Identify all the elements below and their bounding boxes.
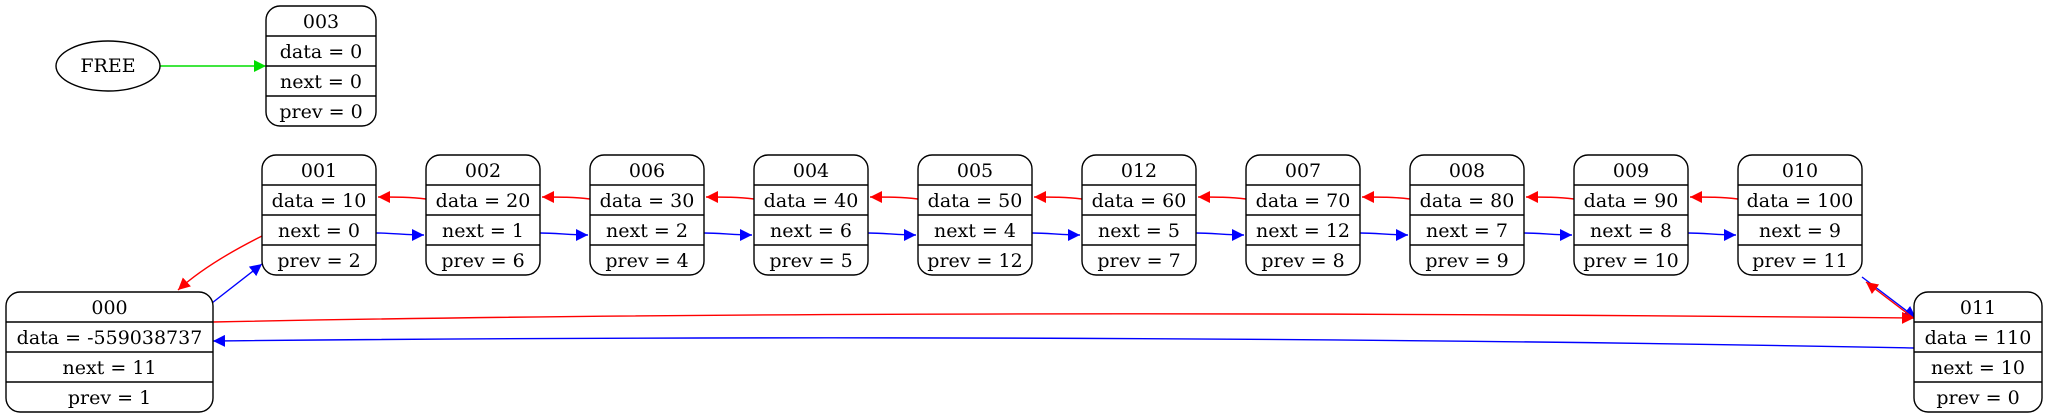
- list-node-010: 010 data = 100 next = 9 prev = 11: [1737, 154, 1863, 276]
- node-prev-field: prev = 5: [769, 250, 852, 272]
- edges: [160, 60, 1921, 349]
- free-label: FREE: [80, 55, 135, 77]
- edge-prev-001-to-000: [177, 235, 263, 291]
- edge-next-012-to-007: [1195, 228, 1245, 241]
- edge-prev-009-to-008: [1525, 191, 1575, 204]
- edge-next-000-to-001: [211, 263, 263, 304]
- edge-prev-006-to-002: [541, 191, 591, 204]
- edge-next-001-to-002: [375, 228, 425, 241]
- node-id-label: 000: [91, 297, 127, 319]
- list-node-002: 002 data = 20 next = 1 prev = 6: [425, 154, 541, 276]
- node-data-field: data = 90: [1584, 190, 1679, 212]
- edge-prev-008-to-007: [1361, 191, 1411, 204]
- list-node-004: 004 data = 40 next = 6 prev = 5: [753, 154, 869, 276]
- node-data-field: data = 30: [600, 190, 695, 212]
- record-nodes: 003 data = 0 next = 0 prev = 0 001 data = 10…: [5, 5, 2043, 413]
- node-id-label: 008: [1449, 160, 1485, 182]
- node-id-label: 010: [1782, 160, 1818, 182]
- list-node-008: 008 data = 80 next = 7 prev = 9: [1409, 154, 1525, 276]
- edge-prev-007-to-012: [1197, 191, 1247, 204]
- edge-next-007-to-008: [1359, 228, 1409, 241]
- node-prev-field: prev = 0: [279, 101, 362, 123]
- node-next-field: next = 1: [442, 220, 524, 242]
- node-prev-field: prev = 8: [1261, 250, 1344, 272]
- node-prev-field: prev = 6: [441, 250, 524, 272]
- node-id-label: 009: [1613, 160, 1649, 182]
- node-next-field: next = 5: [1098, 220, 1180, 242]
- list-node-012: 012 data = 60 next = 5 prev = 7: [1081, 154, 1197, 276]
- node-prev-field: prev = 1: [68, 387, 151, 409]
- edge-prev-004-to-006: [705, 191, 755, 204]
- node-data-field: data = 0: [280, 41, 363, 63]
- node-data-field: data = 40: [764, 190, 859, 212]
- node-data-field: data = 80: [1420, 190, 1515, 212]
- node-next-field: next = 9: [1759, 220, 1841, 242]
- list-node-009: 009 data = 90 next = 8 prev = 10: [1573, 154, 1689, 276]
- edge-prev-005-to-004: [869, 191, 919, 204]
- node-prev-field: prev = 9: [1425, 250, 1508, 272]
- list-node-005: 005 data = 50 next = 4 prev = 12: [917, 154, 1033, 276]
- free-node: FREE: [55, 40, 161, 92]
- node-data-field: data = 20: [436, 190, 531, 212]
- node-prev-field: prev = 4: [605, 250, 688, 272]
- node-data-field: data = 70: [1256, 190, 1351, 212]
- edge-next-009-to-010: [1687, 228, 1737, 241]
- node-prev-field: prev = 7: [1097, 250, 1180, 272]
- node-id-label: 005: [957, 160, 993, 182]
- node-prev-field: prev = 0: [1936, 387, 2019, 409]
- node-data-field: data = -559038737: [17, 327, 203, 349]
- node-prev-field: prev = 2: [277, 250, 360, 272]
- node-next-field: next = 7: [1426, 220, 1508, 242]
- node-id-label: 001: [301, 160, 337, 182]
- edge-next-005-to-012: [1031, 228, 1081, 241]
- node-id-label: 003: [303, 11, 339, 33]
- edge-prev-010-to-009: [1689, 191, 1739, 204]
- edge-next-010-to-011: [1861, 276, 1917, 319]
- node-next-field: next = 12: [1256, 220, 1350, 242]
- list-node-003: 003 data = 0 next = 0 prev = 0: [265, 5, 377, 127]
- edge-next-011-to-000: [212, 334, 1915, 349]
- edge-next-008-to-009: [1523, 228, 1573, 241]
- list-node-006: 006 data = 30 next = 2 prev = 4: [589, 154, 705, 276]
- list-node-011: 011 data = 110 next = 10 prev = 0: [1913, 291, 2043, 413]
- node-prev-field: prev = 10: [1583, 250, 1678, 272]
- list-node-007: 007 data = 70 next = 12 prev = 8: [1245, 154, 1361, 276]
- node-data-field: data = 100: [1747, 190, 1854, 212]
- node-next-field: next = 11: [62, 357, 156, 379]
- edge-prev-000-to-011: [212, 311, 1915, 324]
- node-id-label: 006: [629, 160, 665, 182]
- node-prev-field: prev = 11: [1752, 250, 1847, 272]
- list-node-001: 001 data = 10 next = 0 prev = 2: [261, 154, 377, 276]
- edge-next-002-to-006: [539, 228, 589, 241]
- node-next-field: next = 8: [1590, 220, 1672, 242]
- node-data-field: data = 60: [1092, 190, 1187, 212]
- node-id-label: 002: [465, 160, 501, 182]
- node-next-field: next = 6: [770, 220, 852, 242]
- node-id-label: 012: [1121, 160, 1157, 182]
- edge-next-006-to-004: [703, 228, 753, 241]
- node-next-field: next = 2: [606, 220, 688, 242]
- node-next-field: next = 0: [280, 71, 362, 93]
- list-node-000: 000 data = -559038737 next = 11 prev = 1: [5, 291, 214, 413]
- node-data-field: data = 50: [928, 190, 1023, 212]
- node-id-label: 011: [1960, 297, 1996, 319]
- node-next-field: next = 4: [934, 220, 1016, 242]
- node-prev-field: prev = 12: [927, 250, 1022, 272]
- node-next-field: next = 10: [1931, 357, 2025, 379]
- node-data-field: data = 110: [1925, 327, 2032, 349]
- edge-prev-012-to-005: [1033, 191, 1083, 204]
- edge-next-004-to-005: [867, 228, 917, 241]
- node-next-field: next = 0: [278, 220, 360, 242]
- edge-prev-011-to-010: [1865, 281, 1921, 324]
- node-id-label: 007: [1285, 160, 1321, 182]
- node-data-field: data = 10: [272, 190, 367, 212]
- edge-prev-002-to-001: [377, 191, 427, 204]
- node-id-label: 004: [793, 160, 829, 182]
